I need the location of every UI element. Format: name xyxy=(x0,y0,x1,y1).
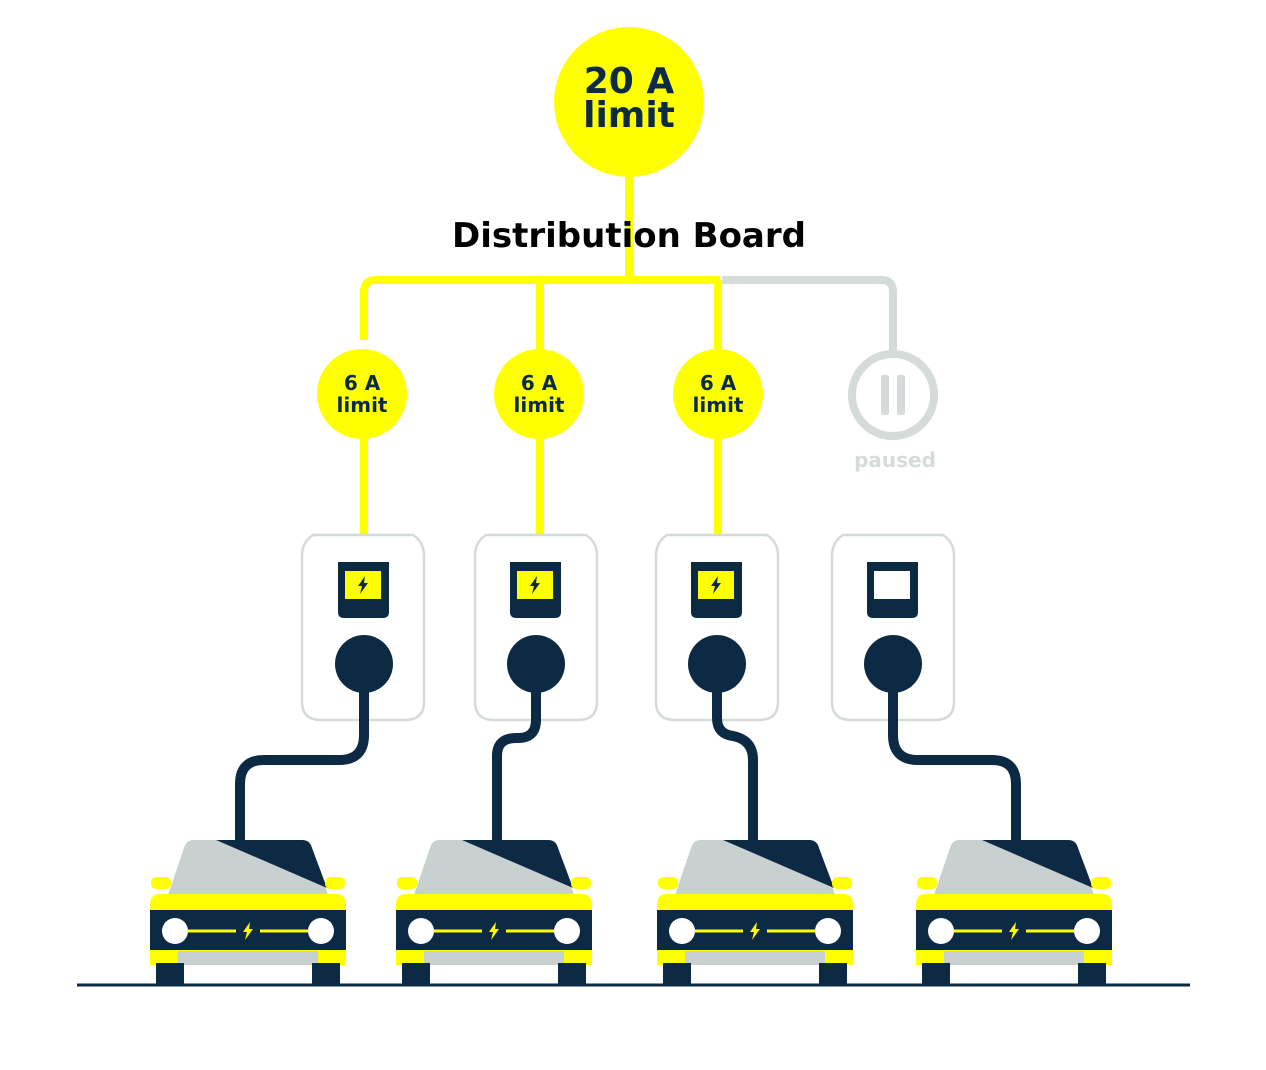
branch-limit-amps: 6 A xyxy=(521,371,558,395)
pause-icon xyxy=(881,375,905,415)
branch-limit-label: limit xyxy=(693,393,744,417)
headlight xyxy=(162,918,188,944)
main-limit-label: limit xyxy=(583,95,675,136)
branch-paused: paused xyxy=(848,350,938,472)
blank-screen-icon xyxy=(874,571,910,599)
charger-socket xyxy=(688,635,746,693)
charger-socket xyxy=(864,635,922,693)
car-2 xyxy=(396,840,592,985)
paused-status: paused xyxy=(854,448,936,472)
headlight xyxy=(554,918,580,944)
headlight xyxy=(815,918,841,944)
branch-limit-3: 6 A limit xyxy=(673,349,763,535)
main-limit-badge: 20 A limit xyxy=(554,27,704,177)
branch-limit-amps: 6 A xyxy=(700,371,737,395)
charger-4-paused xyxy=(830,533,956,722)
branch-limit-label: limit xyxy=(337,393,388,417)
charger-1 xyxy=(300,533,426,722)
headlight xyxy=(1074,918,1100,944)
charger-socket xyxy=(507,635,565,693)
charging-cables xyxy=(235,665,1021,847)
charger-2 xyxy=(473,533,599,722)
charger-3 xyxy=(654,533,780,722)
headlight xyxy=(408,918,434,944)
distribution-bus xyxy=(360,276,897,360)
branch-limit-amps: 6 A xyxy=(344,371,381,395)
headlight xyxy=(308,918,334,944)
board-title: Distribution Board xyxy=(452,216,806,256)
charger-socket xyxy=(335,635,393,693)
main-limit-amps: 20 A xyxy=(584,61,675,102)
headlight xyxy=(669,918,695,944)
car-1 xyxy=(150,840,346,985)
car-3 xyxy=(657,840,853,985)
branch-limit-1: 6 A limit xyxy=(317,349,407,535)
headlight xyxy=(928,918,954,944)
car-4 xyxy=(916,840,1112,985)
branch-limit-label: limit xyxy=(514,393,565,417)
branch-limit-2: 6 A limit xyxy=(494,349,584,535)
